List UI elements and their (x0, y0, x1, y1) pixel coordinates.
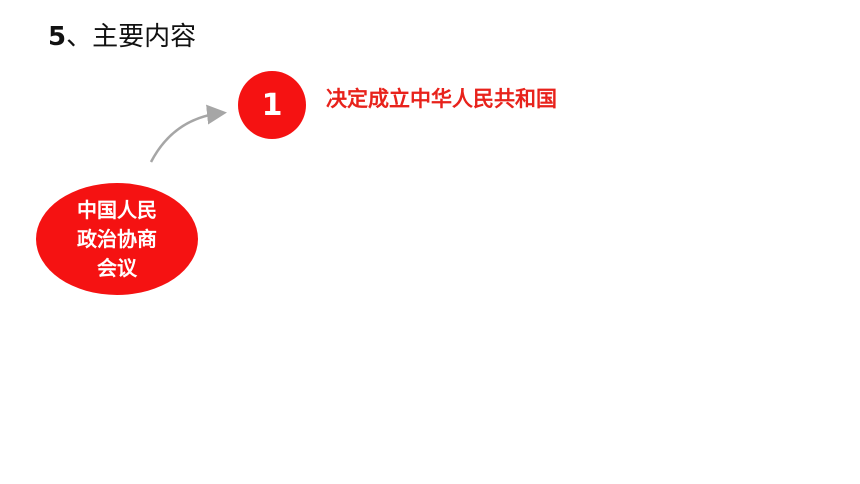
organization-label-line-1: 中国人民 (77, 197, 157, 222)
page-title-number: 5 (48, 22, 67, 52)
step-description: 决定成立中华人民共和国 (326, 87, 557, 111)
organization-label-line-3: 会议 (97, 255, 137, 280)
step-number-badge: 1 (238, 71, 306, 139)
page-title-text: 、主要内容 (66, 22, 197, 52)
page-title: 5、主要内容 (48, 22, 196, 53)
organization-label-line-2: 政治协商 (77, 226, 157, 251)
organization-ellipse: 中国人民 政治协商 会议 (36, 183, 198, 295)
